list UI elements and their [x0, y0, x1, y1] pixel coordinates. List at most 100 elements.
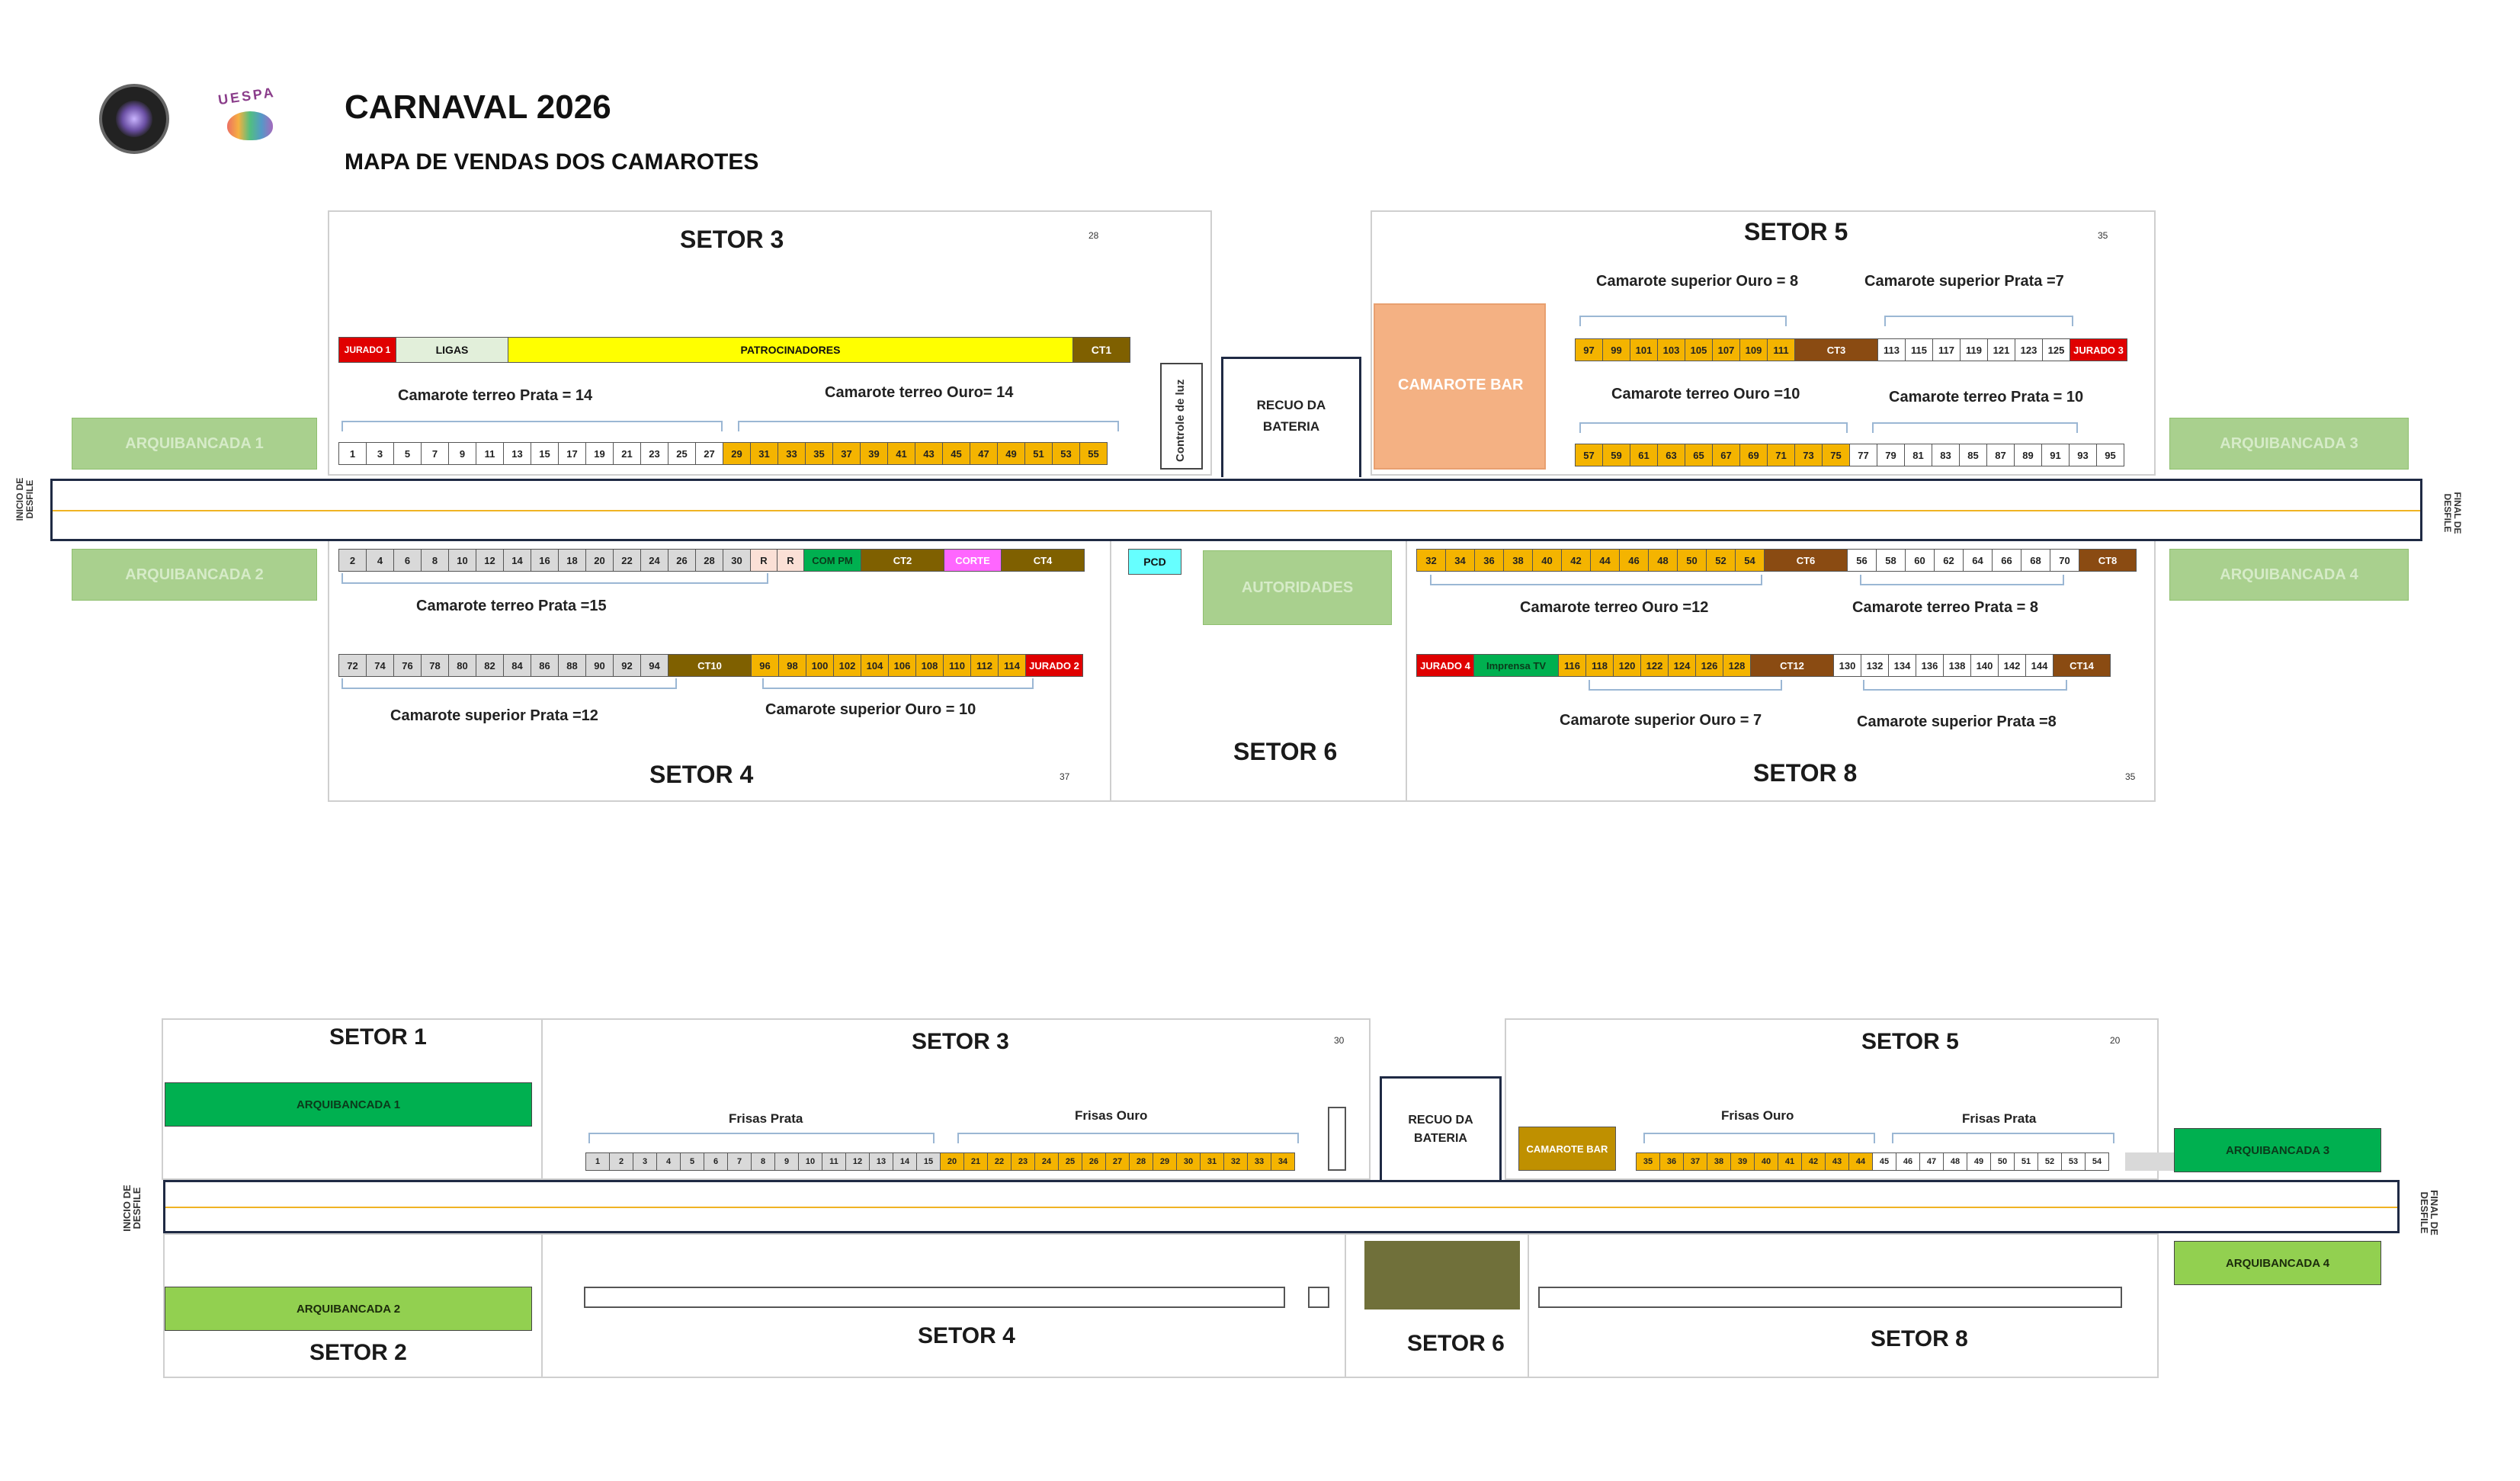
- camarote-cell[interactable]: COM PM: [803, 549, 861, 572]
- camarote-cell[interactable]: 75: [1822, 444, 1850, 466]
- camarote-cell[interactable]: 119: [1960, 338, 1988, 361]
- camarote-cell[interactable]: 113: [1877, 338, 1906, 361]
- camarote-cell[interactable]: 24: [1034, 1152, 1059, 1171]
- camarote-cell[interactable]: 21: [613, 442, 641, 465]
- camarote-cell[interactable]: 30: [723, 549, 751, 572]
- camarote-cell[interactable]: 96: [751, 654, 779, 677]
- camarote-cell[interactable]: 11: [822, 1152, 846, 1171]
- camarote-cell[interactable]: R: [750, 549, 777, 572]
- arquibancada-1[interactable]: ARQUIBANCADA 1: [72, 418, 317, 470]
- camarote-cell[interactable]: 8: [751, 1152, 775, 1171]
- camarote-cell[interactable]: 50: [1677, 549, 1707, 572]
- camarote-cell[interactable]: 83: [1932, 444, 1960, 466]
- camarote-cell[interactable]: JURADO 3: [2070, 338, 2127, 361]
- camarote-cell[interactable]: CORTE: [944, 549, 1002, 572]
- camarote-cell[interactable]: 55: [1079, 442, 1108, 465]
- camarote-cell[interactable]: 92: [613, 654, 641, 677]
- camarote-cell[interactable]: 36: [1474, 549, 1504, 572]
- camarote-cell[interactable]: 6: [393, 549, 422, 572]
- camarote-cell[interactable]: 124: [1668, 654, 1696, 677]
- camarote-cell[interactable]: 89: [2014, 444, 2042, 466]
- camarote-cell[interactable]: 3: [366, 442, 394, 465]
- camarote-cell[interactable]: 26: [1082, 1152, 1106, 1171]
- camarote-cell[interactable]: 46: [1619, 549, 1649, 572]
- camarote-cell[interactable]: JURADO 2: [1025, 654, 1083, 677]
- camarote-bar-area[interactable]: [1374, 303, 1546, 470]
- ct1-box[interactable]: CT1: [1072, 337, 1130, 363]
- arquibancada-3[interactable]: ARQUIBANCADA 3: [2169, 418, 2409, 470]
- camarote-cell[interactable]: 98: [778, 654, 806, 677]
- camarote-cell[interactable]: 123: [2015, 338, 2043, 361]
- camarote-cell[interactable]: 28: [695, 549, 723, 572]
- camarote-cell[interactable]: 22: [987, 1152, 1012, 1171]
- camarote-cell[interactable]: 36: [1659, 1152, 1684, 1171]
- camarote-cell[interactable]: 71: [1767, 444, 1795, 466]
- camarote-cell[interactable]: 48: [1943, 1152, 1967, 1171]
- camarote-cell[interactable]: 41: [1778, 1152, 1802, 1171]
- camarote-cell[interactable]: 6: [704, 1152, 728, 1171]
- camarote-cell[interactable]: 115: [1905, 338, 1933, 361]
- camarote-cell[interactable]: 120: [1613, 654, 1641, 677]
- camarote-cell[interactable]: 19: [585, 442, 614, 465]
- camarote-cell[interactable]: 12: [476, 549, 504, 572]
- camarote-cell[interactable]: 59: [1602, 444, 1630, 466]
- camarote-cell[interactable]: 2: [338, 549, 367, 572]
- camarote-cell[interactable]: 13: [869, 1152, 893, 1171]
- camarote-cell[interactable]: 15: [531, 442, 559, 465]
- camarote-cell[interactable]: 51: [2014, 1152, 2038, 1171]
- camarote-cell[interactable]: 34: [1271, 1152, 1295, 1171]
- camarote-cell[interactable]: 86: [531, 654, 559, 677]
- camarote-cell[interactable]: 73: [1794, 444, 1823, 466]
- camarote-cell[interactable]: 87: [1986, 444, 2015, 466]
- camarote-cell[interactable]: 116: [1558, 654, 1586, 677]
- camarote-cell[interactable]: 45: [1872, 1152, 1896, 1171]
- camarote-cell[interactable]: 18: [558, 549, 586, 572]
- camarote-cell[interactable]: 1: [338, 442, 367, 465]
- b-arquibancada-3[interactable]: ARQUIBANCADA 3: [2174, 1128, 2381, 1172]
- camarote-cell[interactable]: 66: [1992, 549, 2021, 572]
- jurado-1-box[interactable]: JURADO 1: [338, 337, 396, 363]
- camarote-cell[interactable]: JURADO 4: [1416, 654, 1474, 677]
- camarote-cell[interactable]: 29: [1153, 1152, 1177, 1171]
- camarote-cell[interactable]: 88: [558, 654, 586, 677]
- camarote-cell[interactable]: 43: [915, 442, 943, 465]
- camarote-cell[interactable]: 7: [727, 1152, 752, 1171]
- camarote-cell[interactable]: 67: [1712, 444, 1740, 466]
- camarote-cell[interactable]: 140: [1970, 654, 1999, 677]
- camarote-cell[interactable]: CT3: [1794, 338, 1878, 361]
- camarote-cell[interactable]: 103: [1657, 338, 1685, 361]
- camarote-cell[interactable]: 100: [806, 654, 834, 677]
- camarote-cell[interactable]: 17: [558, 442, 586, 465]
- camarote-cell[interactable]: 142: [1998, 654, 2026, 677]
- camarote-cell[interactable]: 33: [1247, 1152, 1271, 1171]
- camarote-cell[interactable]: 130: [1833, 654, 1861, 677]
- camarote-cell[interactable]: 125: [2042, 338, 2070, 361]
- camarote-cell[interactable]: 27: [1105, 1152, 1130, 1171]
- camarote-cell[interactable]: 13: [503, 442, 531, 465]
- camarote-cell[interactable]: 54: [2085, 1152, 2109, 1171]
- camarote-cell[interactable]: 114: [998, 654, 1026, 677]
- camarote-cell[interactable]: 37: [1683, 1152, 1707, 1171]
- camarote-cell[interactable]: 43: [1825, 1152, 1849, 1171]
- camarote-cell[interactable]: 93: [2069, 444, 2097, 466]
- camarote-cell[interactable]: 9: [448, 442, 476, 465]
- camarote-cell[interactable]: 29: [723, 442, 751, 465]
- camarote-cell[interactable]: 50: [1990, 1152, 2015, 1171]
- camarote-cell[interactable]: 144: [2025, 654, 2054, 677]
- camarote-cell[interactable]: 38: [1503, 549, 1533, 572]
- camarote-cell[interactable]: 23: [640, 442, 668, 465]
- camarote-cell[interactable]: 34: [1445, 549, 1475, 572]
- camarote-cell[interactable]: CT10: [668, 654, 752, 677]
- camarote-cell[interactable]: 2: [609, 1152, 633, 1171]
- camarote-cell[interactable]: 69: [1739, 444, 1768, 466]
- camarote-cell[interactable]: 81: [1904, 444, 1932, 466]
- camarote-cell[interactable]: 64: [1963, 549, 1993, 572]
- camarote-cell[interactable]: 31: [1200, 1152, 1224, 1171]
- camarote-cell[interactable]: 24: [640, 549, 668, 572]
- patrocinadores-box[interactable]: PATROCINADORES: [508, 337, 1073, 363]
- camarote-cell[interactable]: 52: [2037, 1152, 2062, 1171]
- camarote-cell[interactable]: 30: [1176, 1152, 1201, 1171]
- camarote-cell[interactable]: 27: [695, 442, 723, 465]
- arquibancada-4[interactable]: ARQUIBANCADA 4: [2169, 549, 2409, 601]
- camarote-cell[interactable]: 39: [1730, 1152, 1755, 1171]
